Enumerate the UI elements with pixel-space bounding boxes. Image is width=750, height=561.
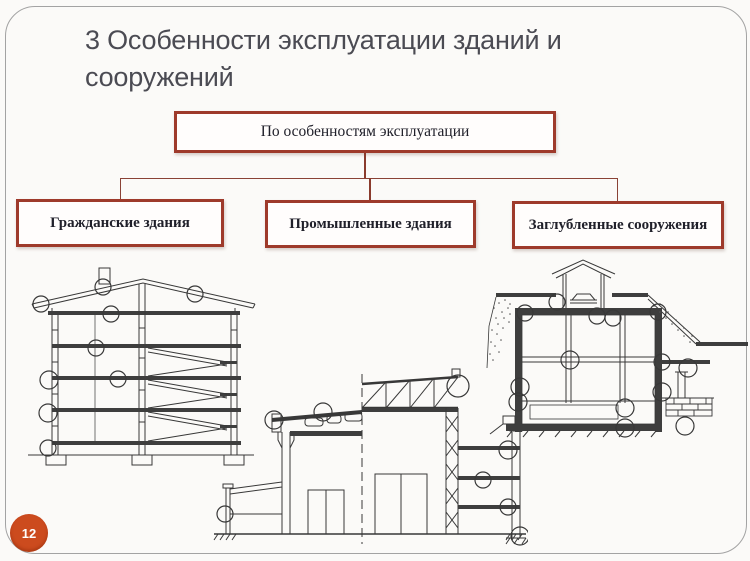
roof-truss bbox=[361, 375, 459, 410]
flowchart-root-label: По особенностям эксплуатации bbox=[260, 123, 470, 140]
vent-stack bbox=[98, 267, 111, 285]
slide-title: 3 Особенности эксплуатации зданий и соор… bbox=[85, 25, 562, 92]
buried-structure bbox=[486, 259, 748, 438]
lattice-column bbox=[445, 408, 459, 534]
callout-circles bbox=[32, 278, 204, 457]
soil-stipple bbox=[489, 299, 693, 361]
connector-root-vertical bbox=[364, 153, 366, 179]
buried-structure-section-drawing bbox=[486, 259, 748, 438]
callout-circles bbox=[216, 374, 528, 546]
masonry-block bbox=[665, 397, 713, 417]
industrial-structure bbox=[213, 368, 527, 545]
staircase bbox=[147, 347, 228, 442]
flowchart-label-buried: Заглубленные сооружения bbox=[528, 216, 708, 233]
page-number: 12 bbox=[21, 525, 37, 541]
connector-drop-left bbox=[120, 178, 121, 199]
connector-drop-right bbox=[617, 178, 618, 201]
flowchart-label-civil: Гражданские здания bbox=[50, 214, 190, 231]
page-number-badge: 12 bbox=[10, 514, 48, 552]
callout-circles bbox=[508, 293, 698, 438]
industrial-building-section-drawing bbox=[213, 368, 528, 546]
flowchart-box-industrial: Промышленные здания bbox=[265, 200, 476, 248]
flowchart-label-industrial: Промышленные здания bbox=[289, 215, 452, 232]
flowchart-box-civil: Гражданские здания bbox=[16, 199, 224, 247]
civil-building-section-drawing bbox=[28, 267, 256, 466]
connector-drop-center bbox=[369, 178, 371, 200]
flowchart-root-box: По особенностям эксплуатации bbox=[174, 111, 556, 153]
civil-structure bbox=[28, 267, 256, 466]
flowchart-box-buried: Заглубленные сооружения bbox=[512, 201, 724, 249]
